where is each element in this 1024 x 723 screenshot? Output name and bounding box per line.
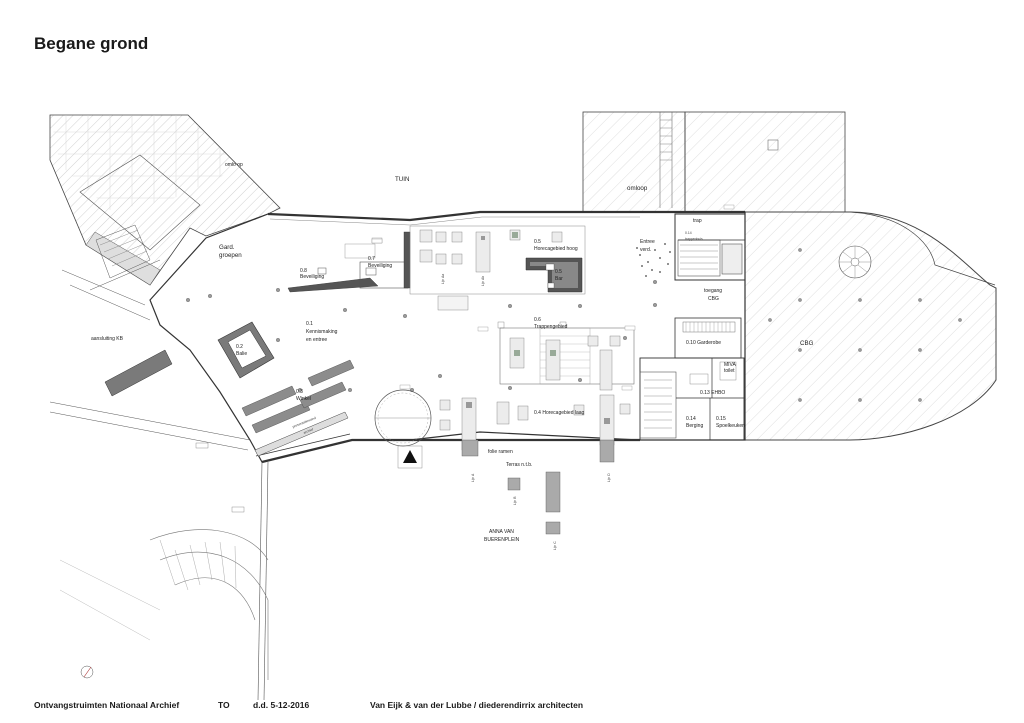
label-tuin: TUIN [395, 176, 409, 183]
label-r05b-num: 0.5 [555, 269, 562, 275]
entrance-grating [636, 243, 671, 277]
label-archief: archief [303, 427, 314, 435]
label-r08-name: Beveiliging [300, 274, 324, 280]
label-r014-num: 0.14 [686, 416, 696, 422]
label-lijn-ab: Lijn Ab [481, 276, 485, 286]
room-labels: TUIN omlo op omloop Gard. groepen aanslu… [91, 162, 814, 543]
left-existing-building [49, 114, 281, 321]
label-r04: 0.4 Horecagebied laag [534, 410, 585, 416]
label-r01-b: en entree [306, 337, 327, 343]
label-r03-name: Winkel [296, 396, 311, 402]
label-mva: MIVA [724, 362, 737, 368]
label-entree: Entree [640, 239, 655, 245]
label-r010: 0.10 Garderobe [686, 340, 721, 346]
north-arrow-icon [80, 665, 94, 679]
shop-shelves [241, 359, 355, 457]
label-r05b-name: Bar [555, 276, 563, 282]
stair-area [497, 321, 635, 391]
label-cbg-small: CBG [708, 296, 719, 302]
spiral-stair [838, 245, 872, 279]
small-tags [80, 204, 735, 679]
label-folie-ramen: folie ramen [488, 449, 513, 455]
label-aansluiting-kb: aansluiting KB [91, 336, 124, 342]
main-floor-outline [149, 210, 746, 464]
entrance-marker [397, 445, 423, 469]
label-r02-num: 0.2 [236, 344, 243, 350]
footer-date: d.d. 5-12-2016 [253, 700, 310, 710]
label-omloop-left: omlo op [225, 162, 243, 168]
label-r08-num: 0.8 [300, 268, 307, 274]
label-omloop-right: omloop [627, 185, 648, 192]
label-terras: Terras n.t.b. [506, 462, 532, 468]
label-trap: trap [693, 218, 702, 224]
trappenhuis-block [674, 213, 746, 281]
label-r03-num: 0.3 [296, 389, 303, 395]
kb-connection-block [104, 349, 173, 397]
page-title: Begane grond [34, 34, 149, 53]
label-r07-num: 0.7 [368, 256, 375, 262]
label-spoelkeuken: Spoelkeuken [716, 423, 745, 429]
right-existing-building [582, 111, 997, 441]
exterior-paving [49, 401, 269, 701]
label-r06-name: Trappengebied [534, 324, 568, 330]
balie [217, 321, 275, 379]
label-lijn-aa: Lijn Aa [441, 274, 445, 284]
label-r01-num: 0.1 [306, 321, 313, 327]
label-plein-b: BUERENPLEIN [484, 537, 520, 543]
label-verd: verd. [640, 247, 651, 253]
footer-project: Ontvangstruimten Nationaal Archief [34, 700, 180, 710]
label-r013: 0.13 EHBO [700, 390, 725, 396]
label-groepen: groepen [219, 252, 242, 259]
footer-architects: Van Eijk & van der Lubbe / diederendirri… [370, 700, 584, 710]
footer-phase: TO [218, 700, 230, 710]
horeca-high-area [409, 225, 671, 311]
label-lijn-b: Lijn B [513, 496, 517, 505]
label-toegang: toegang [704, 288, 722, 294]
bar-counter [525, 257, 583, 293]
horeca-low-area [439, 394, 631, 451]
label-plein-a: ANNA VAN [489, 529, 514, 535]
label-toilet: toilet [724, 368, 735, 374]
label-trappenhuis: trappenhuis [685, 237, 703, 241]
label-r02-name: Balie [236, 351, 247, 357]
line-labels: Lijn Aa Lijn Ab Lijn A Lijn B Lijn C Lij… [441, 274, 611, 550]
label-cbg: CBG [800, 340, 814, 347]
label-r015-num: 0.15 [716, 416, 726, 422]
label-r06-num: 0.6 [534, 317, 541, 323]
left-stair [95, 224, 151, 279]
label-r014-top: 0.14 [685, 231, 692, 235]
label-lijn-c: Lijn C [553, 541, 557, 550]
label-r05-num: 0.5 [534, 239, 541, 245]
label-r01-a: Kennismaking [306, 329, 338, 335]
label-gard: Gard. [219, 244, 235, 251]
label-r07-name: Beveiliging [368, 263, 392, 269]
label-r05-name: Horecagebied hoog [534, 246, 578, 252]
label-lijn-a: Lijn A [471, 473, 475, 482]
label-berging: Berging [686, 423, 703, 429]
columns [185, 248, 962, 402]
terrace-tables [461, 439, 615, 535]
service-block [639, 317, 745, 441]
security-area [287, 231, 411, 293]
label-lijn-d: Lijn D [607, 473, 611, 482]
